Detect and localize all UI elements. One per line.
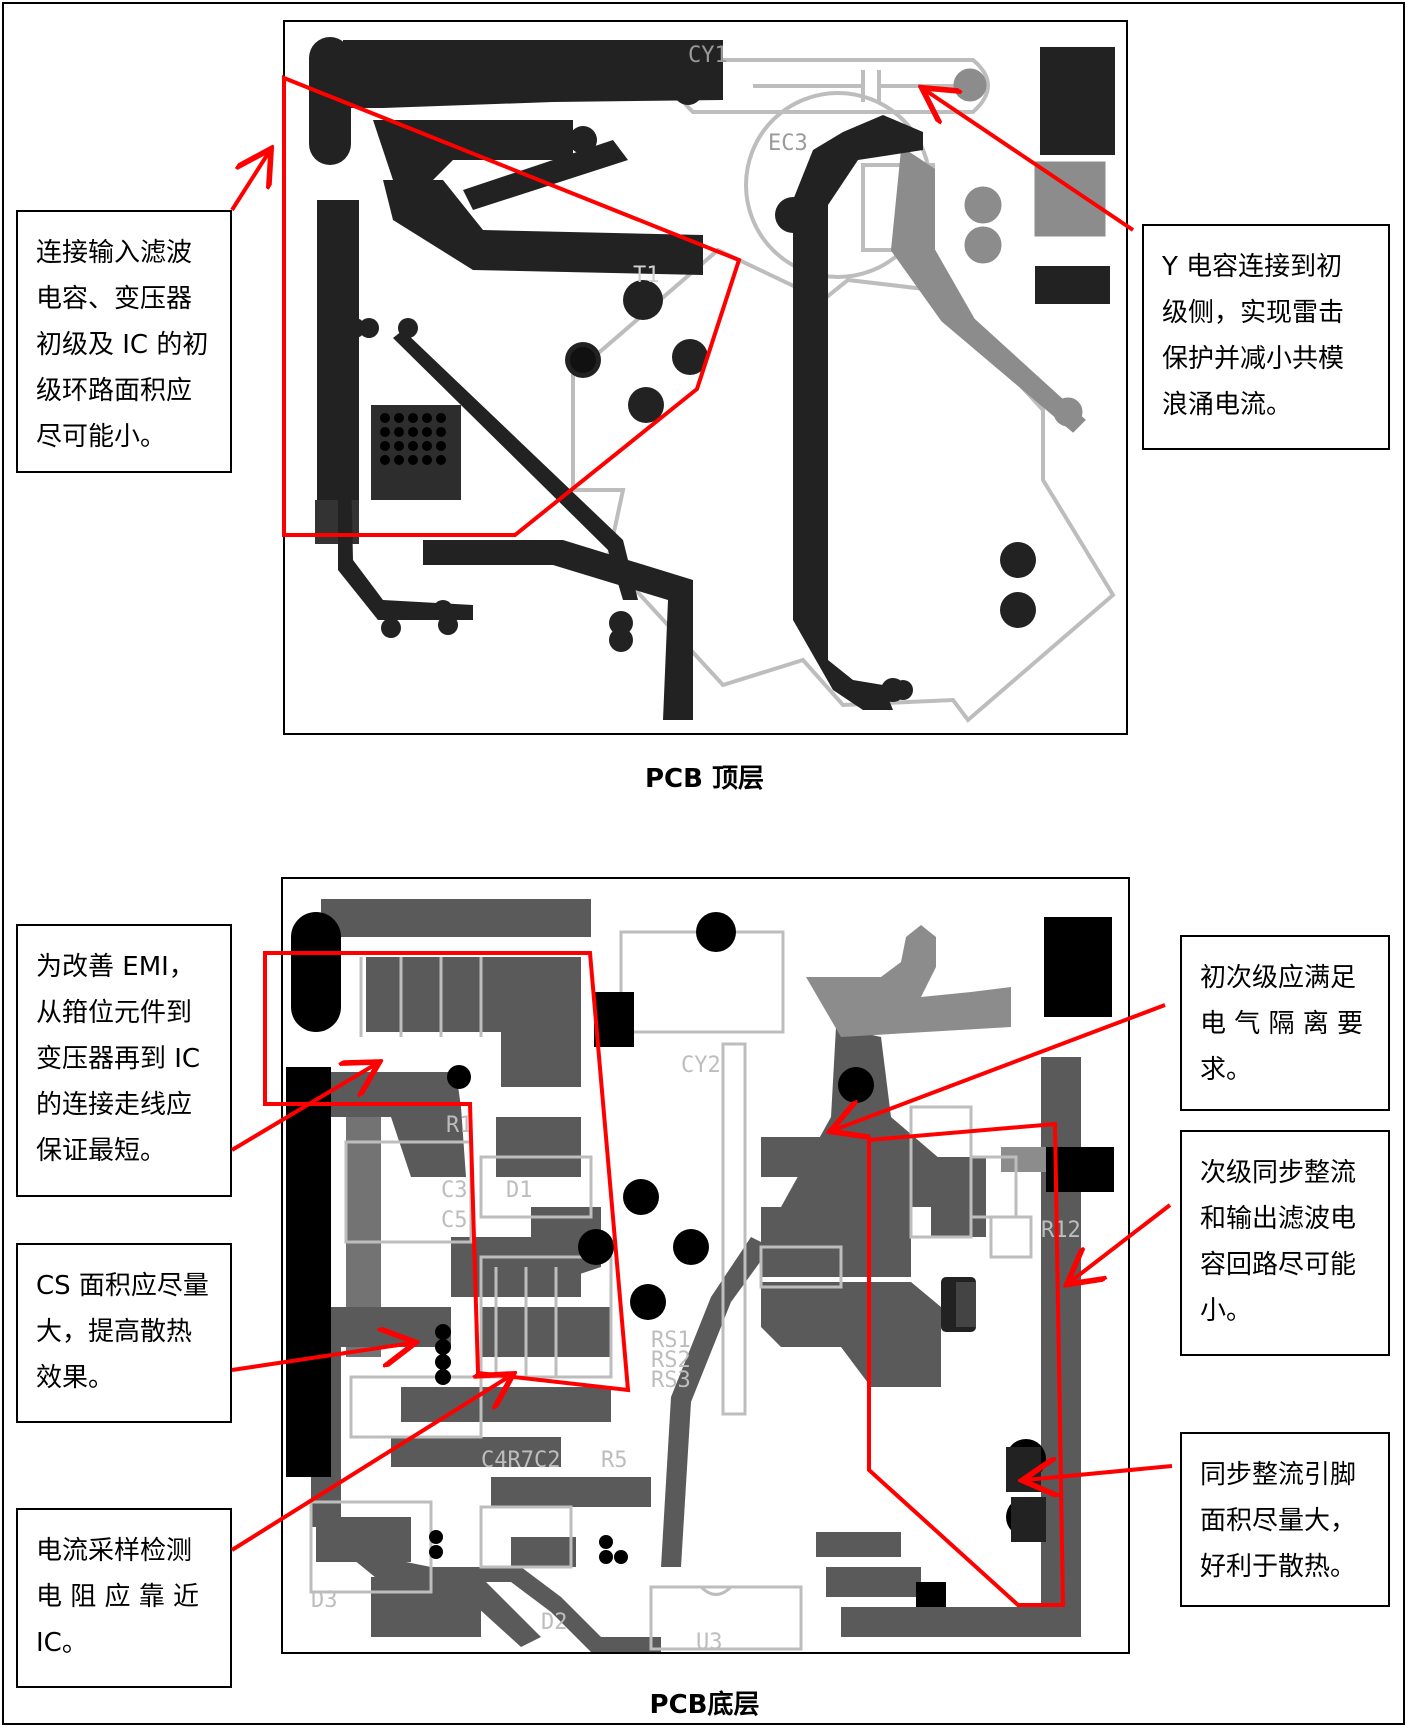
silk-d2: D2 bbox=[541, 1610, 568, 1635]
silk-rs2: RS2 bbox=[651, 1348, 691, 1373]
bottom-secondary-loop bbox=[867, 1121, 1066, 1607]
note-sync-pins: 同步整流引脚 面积尽量大， 好利于散热。 bbox=[1180, 1432, 1390, 1607]
silk-r5: R5 bbox=[601, 1448, 628, 1473]
silk-d3: D3 bbox=[311, 1588, 338, 1613]
top-layer-caption: PCB 顶层 bbox=[644, 764, 764, 794]
silk-rs3: RS3 bbox=[651, 1368, 691, 1393]
arrow-secondary-loop bbox=[1070, 1203, 1172, 1282]
silk-rs1: RS1 bbox=[651, 1328, 691, 1353]
top-via-grid bbox=[380, 413, 446, 465]
top-gray-copper bbox=[890, 68, 1106, 433]
note-cs-area: CS 面积应尽量 大，提高散热 效果。 bbox=[16, 1243, 232, 1423]
bottom-silk-text: CY2 D1 C3 C5 R1 RS1 RS2 RS3 R5 C4R7C2 D2… bbox=[311, 1053, 1081, 1654]
arrow-cs-area bbox=[231, 1343, 412, 1372]
bottom-black-pads bbox=[286, 912, 1114, 1607]
silk-d1: D1 bbox=[506, 1178, 533, 1203]
note-secondary-loop: 次级同步整流 和输出滤波电 容回路尽可能 小。 bbox=[1180, 1130, 1390, 1356]
arrow-y-cap bbox=[925, 90, 1135, 232]
note-sense-resistor: 电流采样检测 电 阻 应 靠 近 IC。 bbox=[16, 1508, 232, 1688]
arrow-isolation bbox=[834, 1003, 1166, 1130]
silk-u3: U3 bbox=[696, 1630, 723, 1654]
pcb-bottom-layer: CY2 D1 C3 C5 R1 RS1 RS2 RS3 R5 C4R7C2 D2… bbox=[281, 877, 1130, 1654]
silk-r1: R1 bbox=[446, 1113, 473, 1138]
arrow-emi bbox=[230, 1064, 376, 1152]
note-isolation: 初次级应满足 电 气 隔 离 要 求。 bbox=[1180, 935, 1390, 1111]
silk-c4r7c2: C4R7C2 bbox=[481, 1448, 560, 1473]
bottom-layer-caption: PCB底层 bbox=[649, 1690, 760, 1720]
bottom-emi-loop bbox=[263, 951, 631, 1393]
silk-ec3: EC3 bbox=[768, 131, 808, 156]
note-input-loop: 连接输入滤波 电容、变压器 初级及 IC 的初 级环路面积应 尽可能小。 bbox=[16, 210, 232, 473]
top-primary-loop bbox=[282, 75, 742, 537]
note-emi: 为改善 EMI， 从箝位元件到 变压器再到 IC 的连接走线应 保证最短。 bbox=[16, 924, 232, 1197]
silk-c3: C3 bbox=[441, 1178, 468, 1203]
silk-c5: C5 bbox=[441, 1208, 468, 1233]
note-y-capacitor: Y 电容连接到初 级侧，实现雷击 保护并减小共模 浪涌电流。 bbox=[1142, 224, 1390, 450]
arrow-sense-resistor bbox=[230, 1376, 510, 1552]
pcb-top-layer: CY1 EC3 T1 bbox=[283, 20, 1128, 735]
silk-cy2: CY2 bbox=[681, 1053, 721, 1078]
bottom-light-copper bbox=[806, 925, 1046, 1172]
silk-r12: R12 bbox=[1041, 1218, 1081, 1243]
arrow-input-loop bbox=[230, 152, 269, 212]
top-dark-copper bbox=[309, 37, 1115, 720]
silk-cy1: CY1 bbox=[688, 43, 728, 68]
silk-t1: T1 bbox=[633, 263, 660, 288]
arrow-sync-pins bbox=[1026, 1466, 1173, 1480]
